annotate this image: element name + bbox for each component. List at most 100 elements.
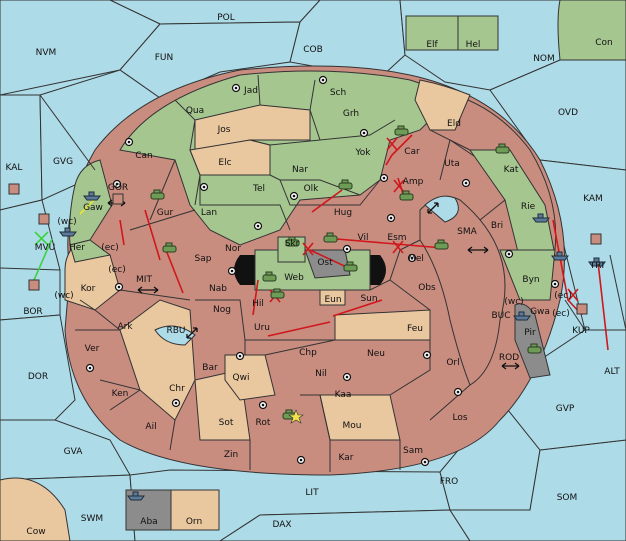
supply-centers [85, 75, 560, 467]
order-move-arrow [144, 209, 161, 261]
dislodged-unit-icon[interactable] [28, 279, 40, 291]
green-territory [119, 70, 456, 246]
label-land: Rie [521, 202, 536, 212]
order-move-arrow [597, 261, 609, 351]
orders [33, 134, 609, 351]
label-sea: RBU [166, 326, 185, 336]
fleet-unit-icon[interactable] [513, 311, 531, 321]
label-land: Zin [224, 450, 238, 460]
army-unit-icon[interactable] [338, 179, 353, 190]
dislodged-unit-icon[interactable] [38, 213, 50, 225]
army-unit-icon[interactable] [262, 271, 277, 282]
army-unit-icon[interactable] [399, 190, 414, 201]
label-sea: BOR [23, 307, 42, 317]
land-qwi[interactable] [224, 354, 276, 401]
land-byn[interactable] [499, 249, 556, 301]
label-land: Nil [315, 369, 327, 379]
label-land: Gaw [83, 203, 103, 213]
label-land: Rot [256, 418, 271, 428]
army-unit-icon[interactable] [434, 239, 449, 250]
dislodged-unit-icon[interactable] [8, 183, 20, 195]
army-unit-icon[interactable] [394, 125, 409, 136]
army-unit-icon[interactable] [527, 343, 542, 354]
label-land: Olk [304, 184, 320, 194]
label-land: Ver [85, 344, 100, 354]
dislodged-unit-icon[interactable] [590, 233, 602, 245]
label-land: Uru [254, 323, 270, 333]
order-convoy-mark [34, 231, 49, 246]
land-labels: Con Elf Hel Cow Aba Orn MVU TRI KUP Jad … [26, 38, 612, 537]
label-coast: (ec) [108, 265, 126, 275]
sea-inlet-sma[interactable] [424, 195, 459, 223]
army-unit-icon[interactable] [495, 143, 510, 154]
supply-center [112, 179, 122, 189]
supply-center [227, 266, 237, 276]
label-land: Elc [218, 158, 231, 168]
fleet-unit-icon[interactable] [83, 191, 101, 201]
army-unit-icon[interactable] [162, 242, 177, 253]
double-arrow-icon [427, 202, 439, 214]
label-sea: NOM [533, 54, 555, 64]
label-sea: GOR [108, 183, 128, 193]
fleet-unit-icon[interactable] [59, 227, 77, 237]
dislodged-unit-icon[interactable] [576, 303, 588, 315]
label-sea: ROD [499, 353, 519, 363]
army-unit-icon[interactable] [270, 288, 285, 299]
land-her[interactable] [69, 239, 112, 263]
label-sea: GVP [556, 404, 575, 414]
order-cut-mark [393, 179, 405, 193]
sea-inlet-rbu[interactable] [154, 325, 196, 346]
label-sea: BUC [491, 311, 510, 321]
land-ost[interactable] [304, 249, 351, 279]
label-land: Orl [446, 358, 459, 368]
army-unit-icon[interactable] [285, 236, 300, 247]
army-unit-icon[interactable] [323, 232, 338, 243]
label-land: Sap [195, 254, 212, 264]
label-sea: OVD [558, 108, 578, 118]
sea-region-dor[interactable] [0, 314, 76, 421]
label-land: Nab [209, 284, 227, 294]
label-land: Yok [354, 148, 371, 158]
supply-center [342, 372, 352, 382]
label-land: Kar [339, 453, 354, 463]
label-land: Vil [358, 233, 369, 243]
label-land: Bar [202, 363, 218, 373]
supply-center [407, 253, 417, 263]
supply-center [114, 282, 124, 292]
label-coast: (ec) [552, 309, 570, 319]
label-land: Skr [285, 239, 300, 249]
supply-center [199, 182, 209, 192]
land-con[interactable] [557, 0, 626, 61]
label-land: Ken [112, 389, 129, 399]
sea-region-gva[interactable] [0, 419, 131, 481]
double-arrow-icon [467, 246, 489, 254]
dislodged-unit-icon[interactable] [112, 193, 124, 205]
fleet-unit-icon[interactable] [551, 251, 569, 261]
label-land: Qwi [233, 373, 250, 383]
supply-center [124, 137, 134, 147]
label-land: Sam [403, 446, 423, 456]
supply-center [318, 75, 328, 85]
supply-center [258, 400, 268, 410]
land-cow[interactable] [0, 477, 71, 541]
sea-region-bor[interactable] [0, 199, 61, 321]
order-move-arrow [119, 219, 125, 246]
label-land: Nog [213, 305, 231, 315]
army-unit-icon[interactable] [150, 189, 165, 200]
supply-center [461, 178, 471, 188]
supply-center [504, 249, 514, 259]
army-unit-icon[interactable] [343, 261, 358, 272]
label-land: Esm [387, 233, 406, 243]
fleet-unit-icon[interactable] [588, 257, 606, 267]
fleet-unit-icon[interactable] [127, 491, 145, 501]
land-eld[interactable] [414, 79, 471, 131]
supply-center [550, 279, 560, 289]
land-pir[interactable] [514, 303, 551, 379]
land-orn[interactable] [170, 489, 220, 531]
supply-center [422, 350, 432, 360]
land-mou[interactable] [319, 394, 401, 441]
fleet-unit-icon[interactable] [532, 213, 550, 223]
label-land: Ail [145, 422, 156, 432]
order-move-arrow [332, 299, 383, 317]
sea-region-kal[interactable] [0, 94, 43, 211]
